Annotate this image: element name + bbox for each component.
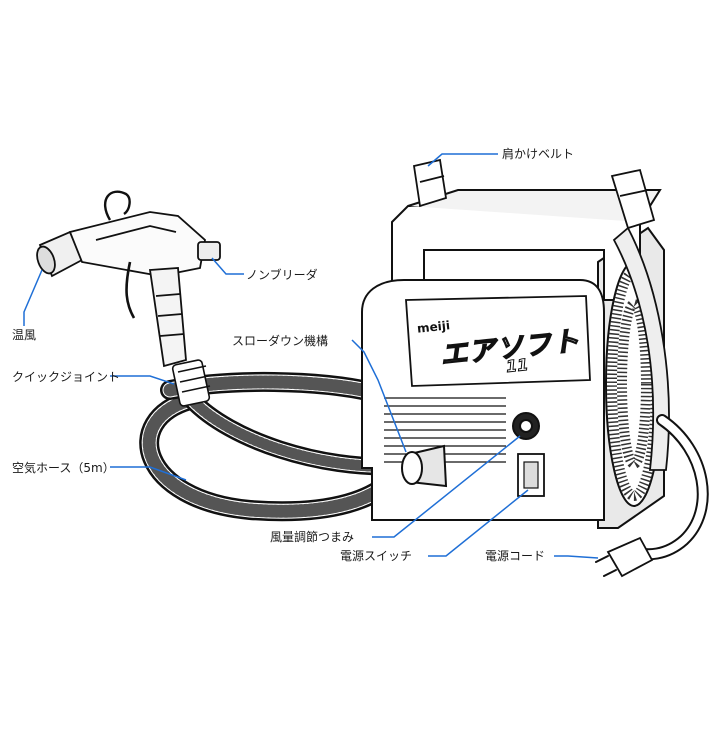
- label-power-cord: 電源コード: [485, 549, 546, 563]
- label-power-switch: 電源スイッチ: [340, 549, 413, 563]
- power-cord: [595, 414, 709, 578]
- callout-line-bleeder: [211, 257, 244, 275]
- shoulder-belt: [412, 158, 670, 471]
- callout-line-flow: [372, 435, 521, 538]
- callout-line-warm: [23, 269, 43, 326]
- label-non-bleeder: ノンブリーダ: [246, 268, 318, 282]
- callout-line-slow: [351, 339, 407, 453]
- callout-lines: [23, 153, 599, 559]
- callout-line-hose: [110, 466, 187, 481]
- callout-line-power: [428, 489, 529, 557]
- product-model: 11: [505, 354, 530, 377]
- label-air-hose: 空気ホース（5m）: [12, 461, 115, 475]
- callout-line-shoulder: [427, 153, 498, 167]
- callout-line-quick: [110, 375, 175, 385]
- label-flow-knob: 風量調節つまみ: [270, 530, 355, 544]
- quick-joint: [171, 359, 211, 407]
- label-shoulder-belt: 肩かけベルト: [502, 147, 575, 161]
- label-warm-air: 温風: [12, 328, 37, 342]
- spray-gun: [36, 190, 221, 368]
- callout-line-cord: [554, 555, 599, 559]
- label-quick-joint: クイックジョイント: [12, 370, 121, 384]
- label-slow-down: スローダウン機構: [232, 334, 329, 348]
